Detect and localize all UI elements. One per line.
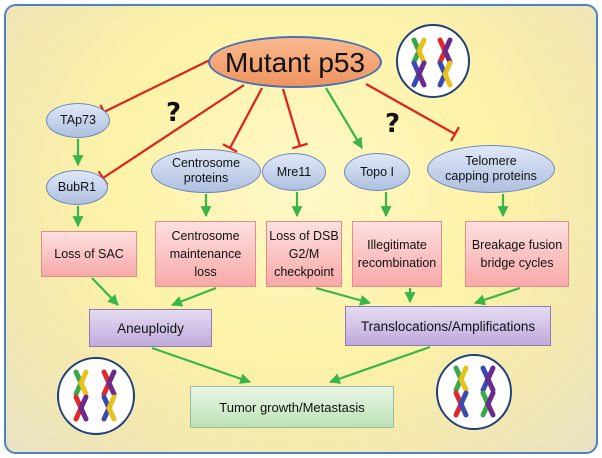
question-mark-right: ? <box>385 109 401 139</box>
arrow-aneu-tumor <box>151 346 252 384</box>
chromosome-icon <box>73 394 89 422</box>
activate-topo1 <box>325 87 363 149</box>
chromosome-circle-bottom-left <box>57 357 135 435</box>
chromosome-icon <box>453 365 469 393</box>
centrosome-maintenance-loss-box: Centrosome maintenance loss <box>155 221 256 287</box>
mre11-node: Mre11 <box>262 153 326 191</box>
loss-of-sac-box: Loss of SAC <box>41 231 137 277</box>
arrow-trans-tumor <box>328 345 431 384</box>
chromosome-circle-bottom-right <box>436 354 512 430</box>
chromosome-icon <box>101 369 117 397</box>
inhibit-telomere <box>365 83 460 142</box>
centrosome-proteins-node: Centrosome proteins <box>151 149 261 193</box>
chromosome-circle-top-right <box>396 24 470 98</box>
arrow-dsb-trans <box>315 286 372 306</box>
chromosome-icon <box>480 365 496 393</box>
inhibit-centrosome <box>222 87 263 153</box>
aneuploidy-box: Aneuploidy <box>89 309 212 347</box>
tap73-node: TAp73 <box>46 103 110 138</box>
arrow-break-trans <box>473 286 521 306</box>
inhibit-mre11 <box>281 88 308 150</box>
question-mark-left: ? <box>166 98 182 128</box>
illegitimate-recombination-box: Illegitimate recombination <box>352 221 442 287</box>
topo1-node: Topo I <box>344 153 410 191</box>
chromosome-icon <box>437 60 453 88</box>
telomere-node: Telomere capping proteins <box>427 145 555 193</box>
arrow-sac-aneuploidy <box>91 277 119 306</box>
loss-of-dsb-box: Loss of DSB G2/M checkpoint <box>266 221 342 287</box>
chromosome-icon <box>411 60 427 88</box>
chromosome-icon <box>73 369 89 397</box>
chromosome-icon <box>411 37 427 65</box>
chromosome-icon <box>453 390 469 418</box>
mutant-p53-node: Mutant p53 <box>208 36 382 88</box>
chromosome-icon <box>480 390 496 418</box>
chromosome-icon <box>101 394 117 422</box>
chromosome-icon <box>437 37 453 65</box>
bubr1-node: BubR1 <box>46 170 108 205</box>
arrow-centro-aneuploidy <box>170 286 217 307</box>
breakage-fusion-box: Breakage fusion bridge cycles <box>465 221 569 287</box>
tumor-growth-box: Tumor growth/Metastasis <box>190 386 394 428</box>
translocations-box: Translocations/Amplifications <box>345 306 551 346</box>
